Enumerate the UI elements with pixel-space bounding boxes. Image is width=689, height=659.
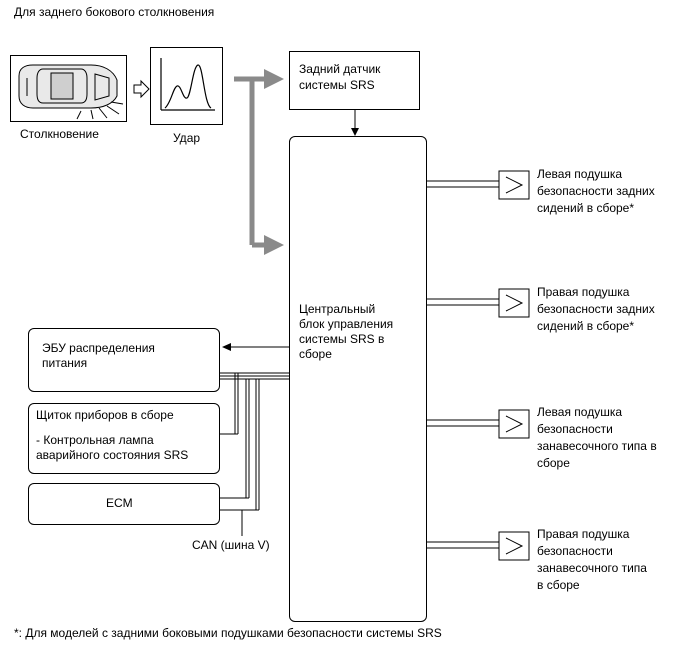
ecm-label: ECM <box>106 496 133 510</box>
ecu-power-line-2: питания <box>42 356 88 370</box>
footnote: *: Для моделей с задними боковыми подушк… <box>14 626 442 640</box>
airbag-connector-icon <box>498 409 530 439</box>
airbag-connector-icon <box>498 170 530 200</box>
center-to-ecu-arrow <box>222 343 289 351</box>
center-line-4: сборе <box>299 347 332 361</box>
collision-image <box>10 55 127 122</box>
sensor-to-center-arrow <box>351 110 359 136</box>
rear-sensor-line-1: Задний датчик <box>299 62 381 76</box>
impact-label: Удар <box>173 131 201 145</box>
cluster-line-3: аварийного состояния SRS <box>36 448 189 462</box>
can-bus-lines <box>220 372 289 536</box>
rear-srs-sensor-box: Задний датчик системы SRS <box>289 51 420 110</box>
cluster-line-2: - Контрольная лампа <box>36 433 154 447</box>
rear-sensor-line-2: системы SRS <box>299 78 375 92</box>
airbag-connector-icon <box>498 531 530 561</box>
impact-waveform-icon <box>160 58 215 111</box>
collision-to-impact-arrow <box>133 79 150 99</box>
can-bus-label: CAN (шина V) <box>192 538 270 552</box>
instrument-cluster-box: Щиток приборов в сборе - Контрольная лам… <box>28 403 220 474</box>
center-line-1: Центральный <box>299 302 376 316</box>
airbag-output-lines <box>427 180 499 549</box>
central-srs-unit-box: Центральный блок управления системы SRS … <box>289 136 427 622</box>
car-collision-icon <box>11 56 126 121</box>
ecu-power-distribution-box: ЭБУ распределения питания <box>28 328 220 392</box>
collision-label: Столкновение <box>20 127 99 141</box>
cluster-line-1: Щиток приборов в сборе <box>36 408 174 422</box>
impact-graph <box>150 47 223 125</box>
center-line-2: блок управления <box>299 317 394 331</box>
page-title: Для заднего бокового столкновения <box>14 5 215 19</box>
impact-signal-path <box>234 69 284 255</box>
center-line-3: системы SRS в <box>299 332 385 346</box>
ecm-box: ECM <box>28 483 220 525</box>
airbag-connector-icon <box>498 288 530 318</box>
ecu-power-line-1: ЭБУ распределения <box>42 341 155 355</box>
